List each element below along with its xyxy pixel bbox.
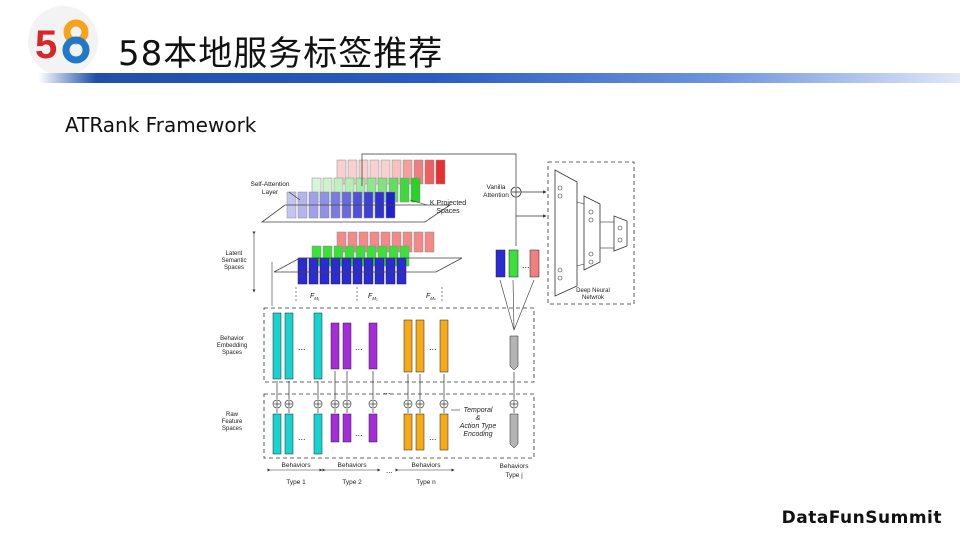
ellipsis-emb-1: ... xyxy=(298,342,306,352)
ellipsis-groups: ... xyxy=(386,466,393,475)
dnn-box xyxy=(547,161,635,305)
ellipsis-mid: ... xyxy=(383,386,391,396)
group-2-behaviors: Behaviors xyxy=(338,462,368,469)
group-1-behaviors: Behaviors xyxy=(282,462,312,469)
group-1-type: Type 1 xyxy=(286,479,306,486)
logo: 5 xyxy=(28,6,98,76)
ellipsis-emb-2: ... xyxy=(355,342,363,352)
page-title: 58本地服务标签推荐 xyxy=(118,34,444,74)
svg-text:5: 5 xyxy=(35,23,57,67)
ellipsis-raw-2: ... xyxy=(355,428,363,438)
title-divider-bar xyxy=(0,73,960,83)
ellipsis-raw-1: ... xyxy=(298,432,306,442)
group-2-type: Type 2 xyxy=(342,479,362,486)
ellipsis-emb-3: ... xyxy=(429,342,437,352)
fm2-label: FM₂ xyxy=(368,293,378,301)
group-3-type: Type n xyxy=(416,479,436,486)
group-3-behaviors: Behaviors xyxy=(412,462,442,469)
raw-feature-box xyxy=(263,393,535,459)
section-subtitle: ATRank Framework xyxy=(65,113,257,137)
footer-brand: DataFunSummit xyxy=(781,508,942,528)
ellipsis-vanilla: ... xyxy=(522,260,530,270)
behavior-embedding-box xyxy=(263,307,535,383)
latent-stack xyxy=(273,231,463,285)
fm1-label: FM₁ xyxy=(310,293,320,301)
self-attention-stack xyxy=(260,159,452,223)
logo-58-icon: 5 xyxy=(35,19,90,67)
fmk-label: FMₖ xyxy=(426,293,436,301)
ellipsis-raw-3: ... xyxy=(429,432,437,442)
